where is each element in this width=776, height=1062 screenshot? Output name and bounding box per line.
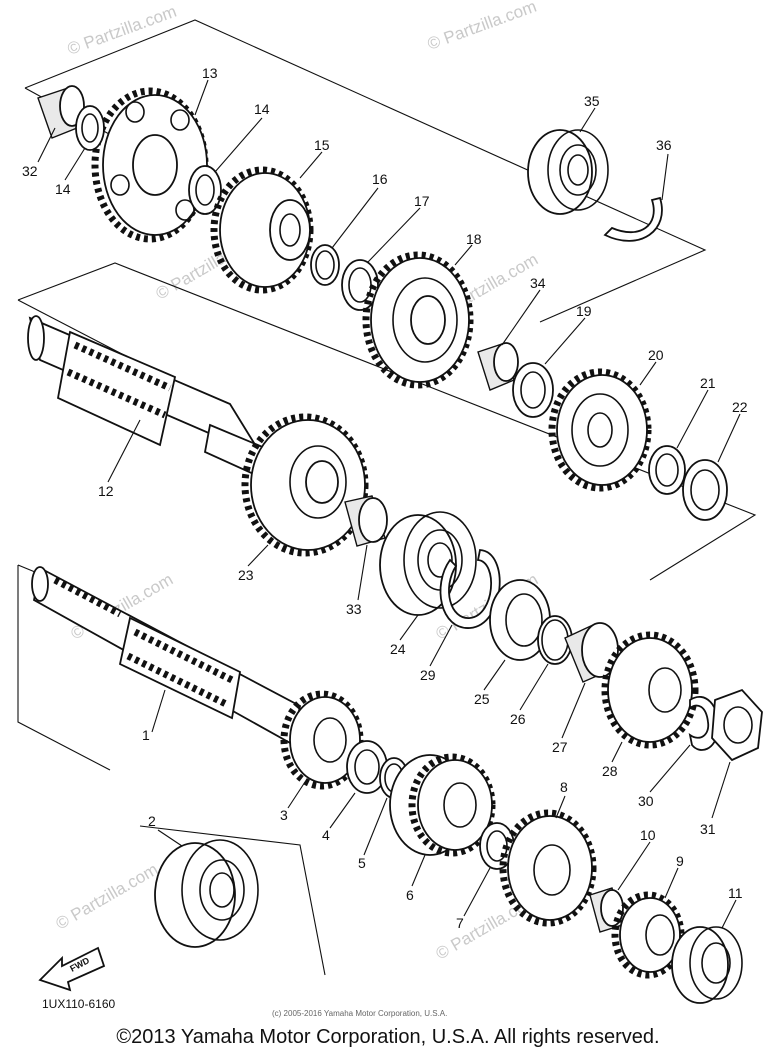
drive-axle-1 [31, 566, 302, 746]
drawing-code: 1UX110-6160 [42, 997, 115, 1011]
callout-22: 22 [732, 399, 748, 415]
bearing-35 [527, 129, 609, 215]
callout-4: 4 [322, 827, 330, 843]
callout-14-left: 14 [55, 181, 71, 197]
callout-12: 12 [98, 483, 114, 499]
bush-33 [344, 495, 388, 547]
callout-24: 24 [390, 641, 406, 657]
callout-23: 23 [238, 567, 254, 583]
oil-seal-25-hole [505, 593, 543, 647]
circlip-16-hole [315, 250, 335, 280]
callout-18: 18 [466, 231, 482, 247]
callout-5: 5 [358, 855, 366, 871]
gear-8 [499, 809, 597, 927]
callout-25: 25 [474, 691, 490, 707]
gear-23 [241, 413, 369, 557]
washer-19-hole [520, 371, 546, 409]
callout-17: 17 [414, 193, 430, 209]
callout-35: 35 [584, 93, 600, 109]
footer-copyright: ©2013 Yamaha Motor Corporation, U.S.A. A… [116, 1026, 660, 1048]
watermark-1: © Partzilla.com [65, 2, 179, 59]
bearing-11 [671, 926, 743, 1004]
callout-7: 7 [456, 915, 464, 931]
gear-18 [362, 251, 474, 389]
washer-22 [682, 459, 728, 521]
sprocket-28 [601, 631, 699, 749]
nut-31 [711, 688, 763, 762]
leader-lines [37, 79, 741, 929]
callout-3: 3 [280, 807, 288, 823]
section-frames [17, 19, 757, 976]
washer-17 [341, 259, 379, 311]
bush-34 [477, 342, 519, 391]
watermark-7: © Partzilla.com [53, 860, 162, 934]
circlip-36 [603, 196, 663, 242]
callout-13: 13 [202, 65, 218, 81]
fwd-arrow-icon: FWD [38, 946, 106, 992]
gear-13 [91, 87, 209, 243]
callout-14-right: 14 [254, 101, 270, 117]
small-copyright-notice: (c) 2005-2016 Yamaha Motor Corporation, … [272, 1009, 447, 1018]
washer-14-right [188, 165, 222, 215]
gear-20 [548, 368, 652, 492]
callout-15: 15 [314, 137, 330, 153]
callouts: 1 2 3 4 5 6 7 8 9 10 11 12 13 14 14 15 1… [22, 65, 748, 931]
washer-19 [512, 362, 554, 418]
callout-11: 11 [728, 885, 743, 901]
main-axle-12 [27, 315, 267, 478]
callout-29: 29 [420, 667, 436, 683]
callout-19: 19 [576, 303, 592, 319]
callout-16: 16 [372, 171, 388, 187]
callout-34: 34 [530, 275, 546, 291]
callout-20: 20 [648, 347, 664, 363]
gear-9 [611, 891, 685, 979]
gear-3 [280, 690, 364, 790]
callout-28: 28 [602, 763, 618, 779]
bearing-24 [379, 511, 477, 616]
callout-33: 33 [346, 601, 362, 617]
watermark-2: © Partzilla.com [425, 0, 539, 54]
callout-10: 10 [640, 827, 656, 843]
callout-30: 30 [638, 793, 654, 809]
callout-9: 9 [676, 853, 684, 869]
washer-14-left [75, 105, 105, 151]
callout-2: 2 [148, 813, 156, 829]
callout-1: 1 [142, 727, 150, 743]
circlip-21-hole [655, 453, 679, 487]
circlip-21 [648, 445, 686, 495]
callout-8: 8 [560, 779, 568, 795]
bearing-2 [154, 839, 259, 948]
washer-14-right-hole [195, 174, 215, 206]
washer-4-hole [354, 749, 380, 785]
callout-32: 32 [22, 163, 38, 179]
washer-14-left-hole [81, 113, 99, 143]
callout-31: 31 [700, 821, 716, 837]
callout-36: 36 [656, 137, 672, 153]
gear-15 [210, 166, 314, 294]
callout-26: 26 [510, 711, 526, 727]
bush-10 [589, 887, 624, 933]
callout-6: 6 [406, 887, 414, 903]
washer-22-hole [690, 469, 720, 511]
gear-6 [389, 753, 496, 857]
callout-27: 27 [552, 739, 568, 755]
callout-21: 21 [700, 375, 716, 391]
